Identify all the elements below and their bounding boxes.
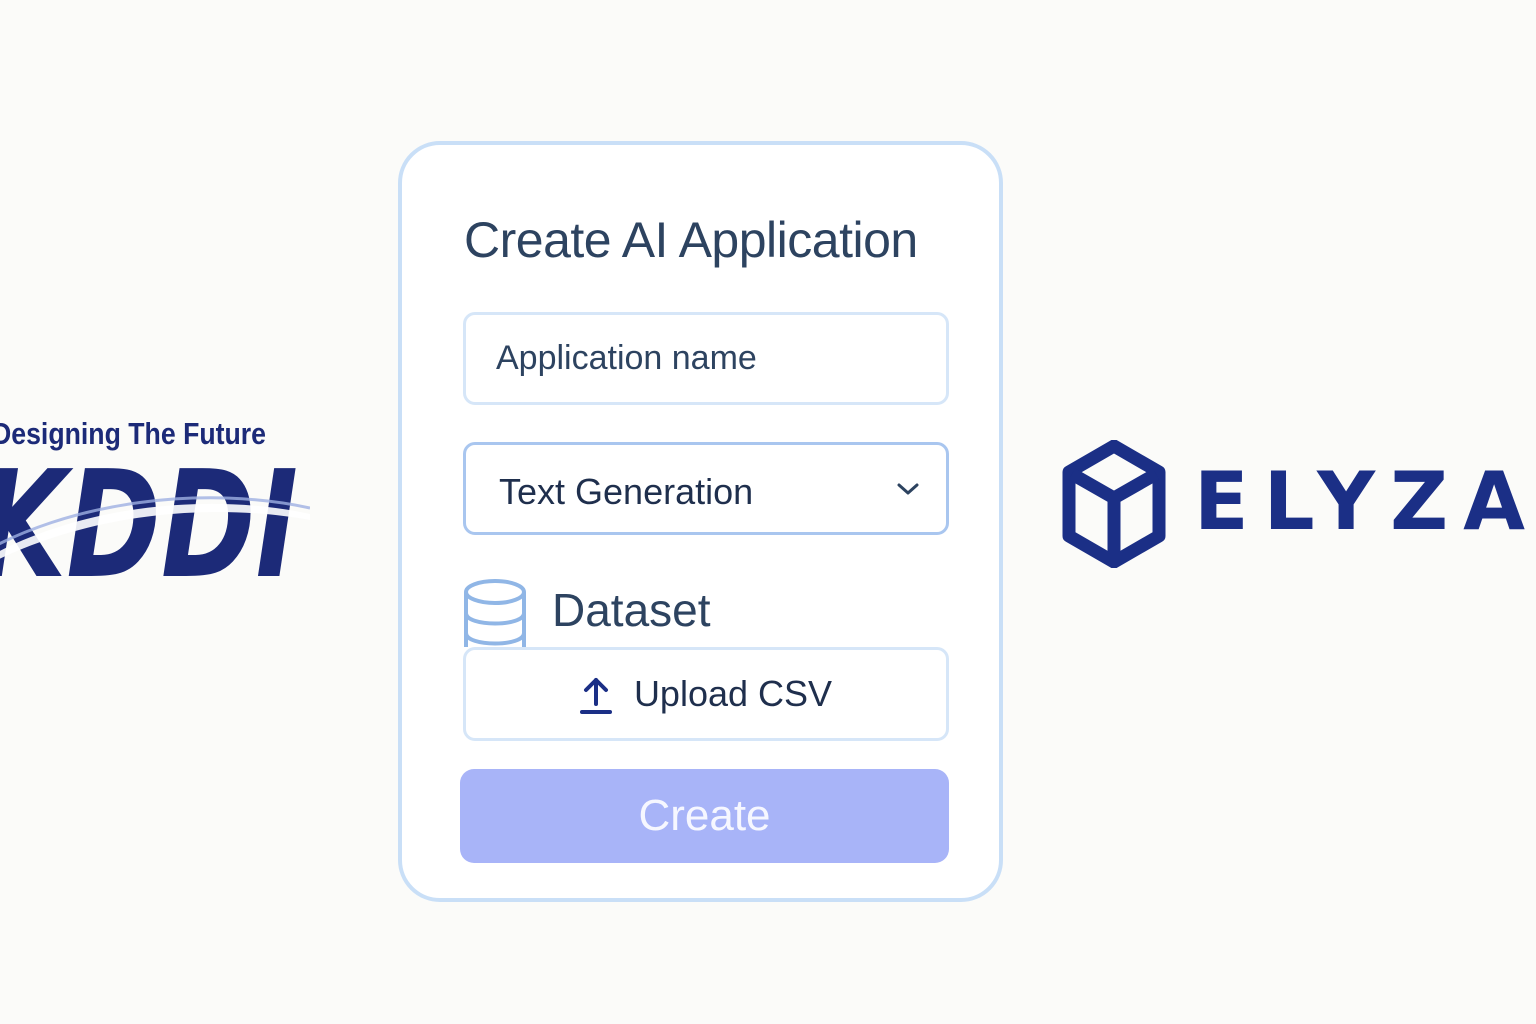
application-type-selected: Text Generation	[499, 471, 754, 512]
hexagon-cube-icon	[1062, 440, 1166, 568]
elyza-wordmark: ELYZA	[1194, 455, 1536, 548]
kddi-tagline: Designing The Future	[0, 416, 267, 451]
create-button-label: Create	[638, 791, 771, 840]
application-type-select[interactable]: Text Generation	[463, 442, 949, 535]
upload-csv-button[interactable]: Upload CSV	[463, 647, 949, 741]
upload-csv-label: Upload CSV	[633, 673, 833, 714]
kddi-logo: Designing The Future KDDI	[0, 410, 310, 590]
dataset-label: Dataset	[552, 584, 711, 636]
page-title: Create AI Application	[464, 212, 918, 268]
elyza-logo: ELYZA	[1062, 440, 1525, 570]
upload-icon	[579, 678, 612, 714]
kddi-wordmark-icon: KDDI	[0, 456, 310, 586]
chevron-down-icon	[897, 483, 919, 495]
application-name-input[interactable]	[463, 312, 949, 405]
create-app-card: Create AI Application Text Generation Da…	[398, 141, 1003, 902]
database-icon	[464, 579, 526, 647]
create-button[interactable]: Create	[460, 769, 949, 863]
svg-text:KDDI: KDDI	[0, 456, 298, 586]
